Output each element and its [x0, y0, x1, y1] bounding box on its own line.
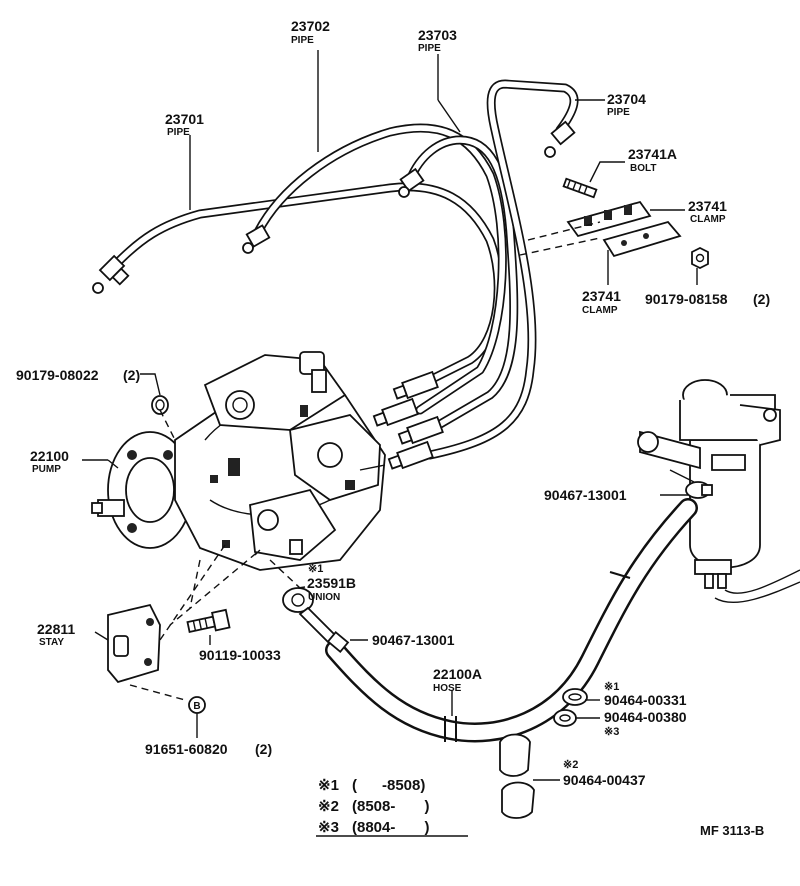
svg-text:(2): (2) — [255, 741, 272, 757]
callout-pump-22100: 22100 PUMP — [30, 448, 69, 475]
callout-clip-00380: 90464-00380 ※3 — [604, 709, 687, 738]
svg-text:23703: 23703 — [418, 27, 457, 43]
callout-pipe-23703: 23703 PIPE — [418, 27, 457, 54]
svg-text:90467-13001: 90467-13001 — [544, 487, 627, 503]
clips-90464-shape — [499, 688, 588, 819]
svg-text:23741: 23741 — [688, 198, 727, 214]
svg-text:BOLT: BOLT — [630, 163, 656, 174]
nut-08158-shape — [691, 246, 709, 270]
svg-text:HOSE: HOSE — [433, 683, 462, 694]
legend-row-1: ※1 ( -8508) — [318, 777, 425, 794]
svg-text:90119-10033: 90119-10033 — [199, 647, 281, 663]
callout-pipe-23704: 23704 PIPE — [607, 91, 646, 118]
svg-text:PUMP: PUMP — [32, 464, 61, 475]
pipe-nozzle-fittings — [92, 120, 576, 294]
callout-clip-00437: ※2 90464-00437 — [563, 759, 646, 788]
production-date-legend: ※1 ( -8508) ※2 (8508- ) ※3 (8804- ) — [316, 777, 468, 837]
svg-text:90179-08022: 90179-08022 — [16, 367, 99, 383]
svg-text:90464-00380: 90464-00380 — [604, 709, 687, 725]
stay-22811-shape — [107, 603, 161, 684]
callout-clamp-lower: 23741 CLAMP — [582, 288, 621, 316]
callout-pipe-23701: 23701 PIPE — [165, 111, 204, 138]
bolt-90119-shape — [186, 608, 231, 633]
callout-bolt-90119: 90119-10033 — [199, 647, 281, 663]
svg-text:PIPE: PIPE — [607, 107, 630, 118]
svg-text:90464-00437: 90464-00437 — [563, 772, 646, 788]
svg-text:22811: 22811 — [37, 621, 75, 637]
svg-text:23741: 23741 — [582, 288, 621, 304]
svg-text:91651-60820: 91651-60820 — [145, 741, 228, 757]
callout-bolt-91651: 91651-60820 (2) — [145, 741, 272, 757]
svg-text:( -8508): ( -8508) — [352, 777, 425, 794]
nut-08022-shape — [151, 395, 169, 415]
injection-pipes — [113, 79, 579, 460]
clip-upper-shape — [685, 481, 713, 499]
clamp-upper-shape — [566, 200, 652, 238]
leader-lines — [82, 50, 698, 781]
callout-bolt-23741A: 23741A BOLT — [628, 146, 677, 174]
svg-text:22100: 22100 — [30, 448, 69, 464]
bolt-23741A-shape — [562, 177, 598, 199]
callout-pipe-23702: 23702 PIPE — [291, 18, 330, 46]
svg-text:※1: ※1 — [308, 563, 323, 575]
callout-stay-22811: 22811 STAY — [37, 621, 75, 648]
svg-text:PIPE: PIPE — [291, 35, 314, 46]
svg-text:※1: ※1 — [318, 777, 339, 794]
svg-text:(8508- ): (8508- ) — [352, 798, 430, 815]
svg-text:23704: 23704 — [607, 91, 646, 107]
marker-b-shape: B — [188, 696, 206, 714]
marker-b-label: B — [193, 701, 200, 712]
svg-text:PIPE: PIPE — [418, 43, 441, 54]
clamp-lower-shape — [602, 220, 682, 258]
legend-row-3: ※3 (8804- ) — [318, 819, 430, 836]
svg-text:23741A: 23741A — [628, 146, 677, 162]
svg-text:CLAMP: CLAMP — [582, 305, 618, 316]
injection-pump-shape — [91, 351, 386, 571]
callout-labels: 23701 PIPE 23702 PIPE 23703 PIPE 23704 P… — [16, 18, 770, 788]
svg-text:※2: ※2 — [318, 798, 339, 815]
svg-text:22100A: 22100A — [433, 666, 482, 682]
callout-nut-08158: 90179-08158 (2) — [645, 291, 770, 307]
svg-text:23591B: 23591B — [307, 575, 356, 591]
callout-nut-08022: 90179-08022 (2) — [16, 367, 140, 383]
svg-text:23702: 23702 — [291, 18, 330, 34]
svg-text:※3: ※3 — [604, 726, 619, 738]
svg-text:23701: 23701 — [165, 111, 204, 127]
legend-row-2: ※2 (8508- ) — [318, 798, 430, 815]
callout-hose-22100A: 22100A HOSE — [433, 666, 482, 694]
union-23591B-shape — [282, 587, 350, 654]
dashed-guides — [129, 221, 601, 701]
callout-clip-00331: ※1 90464-00331 — [604, 681, 687, 708]
svg-text:90179-08158: 90179-08158 — [645, 291, 728, 307]
svg-text:(8804- ): (8804- ) — [352, 819, 430, 836]
fuel-hose-shape — [325, 498, 698, 743]
svg-text:UNION: UNION — [308, 592, 340, 603]
pipe-pump-fittings — [372, 370, 444, 470]
callout-clip-upper: 90467-13001 — [544, 487, 627, 503]
svg-text:CLAMP: CLAMP — [690, 214, 726, 225]
fuel-filter-shape — [637, 379, 800, 603]
svg-text:90467-13001: 90467-13001 — [372, 632, 455, 648]
callout-clamp-upper: 23741 CLAMP — [688, 198, 727, 225]
callout-union-23591B: ※1 23591B UNION — [307, 563, 356, 603]
svg-text:※3: ※3 — [318, 819, 339, 836]
svg-text:(2): (2) — [753, 291, 770, 307]
callout-clip-lower: 90467-13001 — [372, 632, 455, 648]
figure-reference: MF 3113-B — [700, 823, 764, 838]
svg-text:90464-00331: 90464-00331 — [604, 692, 687, 708]
svg-text:※1: ※1 — [604, 681, 619, 693]
svg-text:PIPE: PIPE — [167, 127, 190, 138]
svg-text:※2: ※2 — [563, 759, 578, 771]
svg-text:(2): (2) — [123, 367, 140, 383]
svg-text:STAY: STAY — [39, 637, 64, 648]
